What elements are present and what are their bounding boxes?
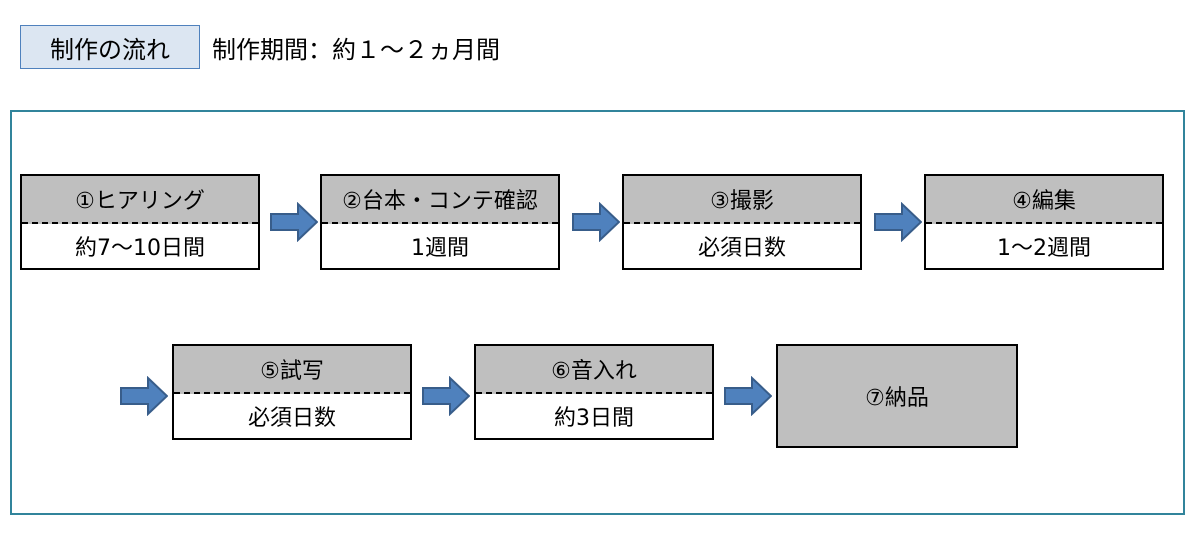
- step-label: ⑥音入れ: [476, 346, 712, 394]
- step-label: ③撮影: [624, 176, 860, 224]
- step-label: ②台本・コンテ確認: [322, 176, 558, 224]
- flow-frame: [10, 110, 1185, 515]
- step-sound: ⑥音入れ 約3日間: [474, 344, 714, 440]
- step-duration: 約3日間: [554, 406, 634, 431]
- step-preview: ⑤試写 必須日数: [172, 344, 412, 440]
- step-duration: 必須日数: [247, 406, 336, 431]
- flow-title: 制作の流れ: [20, 25, 200, 69]
- step-duration: 1週間: [411, 236, 469, 261]
- step-duration: 約7～10日間: [75, 236, 205, 261]
- step-shooting: ③撮影 必須日数: [622, 174, 862, 270]
- arrow-icon: [270, 202, 318, 242]
- step-script-storyboard: ②台本・コンテ確認 1週間: [320, 174, 560, 270]
- step-duration: 必須日数: [697, 236, 786, 261]
- step-label: ④編集: [926, 176, 1162, 224]
- arrow-icon: [120, 376, 168, 416]
- arrow-icon: [874, 202, 922, 242]
- step-hearing: ①ヒアリング 約7～10日間: [20, 174, 260, 270]
- step-label: ①ヒアリング: [22, 176, 258, 224]
- step-label: ⑦納品: [865, 386, 929, 411]
- step-duration: 1～2週間: [997, 236, 1091, 261]
- step-label: ⑤試写: [174, 346, 410, 394]
- arrow-icon: [572, 202, 620, 242]
- arrow-icon: [724, 376, 772, 416]
- production-period: 制作期間：約１～２ヵ月間: [212, 35, 500, 64]
- step-editing: ④編集 1～2週間: [924, 174, 1164, 270]
- step-delivery: ⑦納品: [776, 344, 1018, 448]
- arrow-icon: [422, 376, 470, 416]
